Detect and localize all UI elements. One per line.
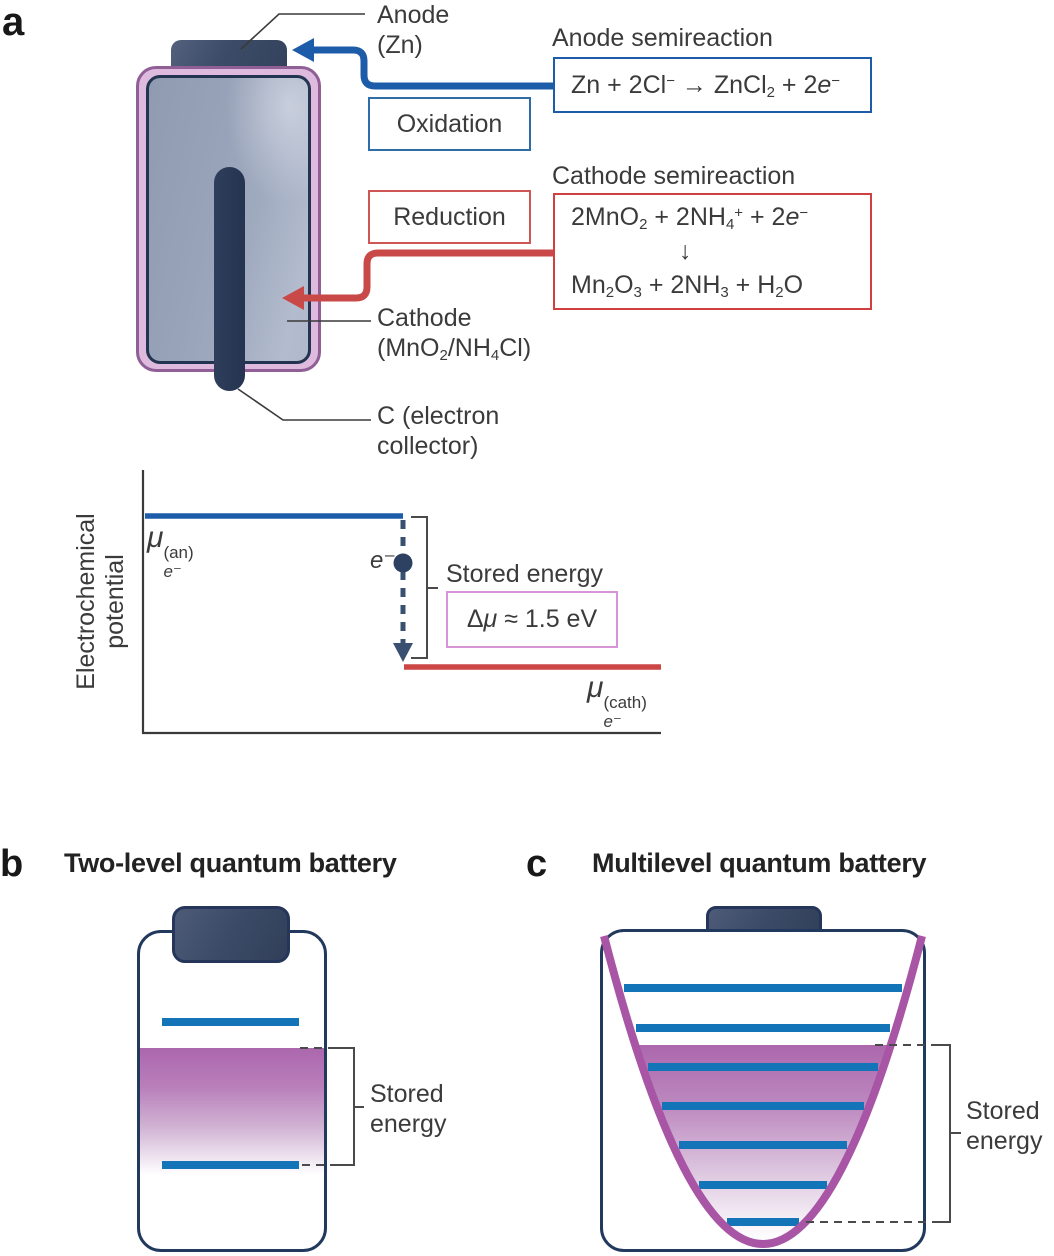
electron-label: e⁻ (369, 547, 396, 574)
collector-label-line2: collector) (377, 432, 479, 460)
cathode-label: Cathode (MnO2/NH4Cl) (377, 303, 531, 363)
panel-c-title: Multilevel quantum battery (592, 848, 927, 878)
mu-anode-subscript: e⁻ (163, 562, 182, 582)
anode-reaction-box: Zn + 2Cl− → ZnCl2 + 2e− (553, 57, 872, 113)
mu-cathode-superscript: (cath) (603, 693, 647, 712)
stored-energy-bracket-a (411, 516, 438, 659)
panel-b-title: Two-level quantum battery (64, 848, 397, 878)
stored-energy-c-line1: Stored (966, 1097, 1040, 1125)
anode-reaction-formula: Zn + 2Cl− → ZnCl2 + 2e− (571, 70, 841, 101)
cathode-label-line1: Cathode (377, 304, 472, 332)
panel-a-label: a (2, 0, 25, 44)
mu-cathode-subscript: e⁻ (603, 712, 622, 732)
stored-energy-b-line1: Stored (370, 1080, 444, 1108)
stored-energy-b-line2: energy (370, 1110, 447, 1138)
battery-a-carbon-rod (214, 167, 245, 391)
delta-mu-value: Δμ ≈ 1.5 eV (466, 605, 598, 633)
battery-b-stored-energy-gradient (140, 1048, 324, 1175)
mu-anode-superscript: (an) (163, 543, 194, 562)
oxidation-box: Oxidation (368, 97, 531, 151)
oxidation-label: Oxidation (396, 109, 503, 138)
cathode-reaction-box: 2MnO2 + 2NH4+ + 2e− ↓ Mn2O3 + 2NH3 + H2O (553, 193, 872, 310)
reduction-box: Reduction (368, 190, 531, 244)
stored-energy-label-a: Stored energy (446, 560, 604, 588)
cathode-reaction-line2: Mn2O3 + 2NH3 + H2O (571, 270, 804, 301)
cathode-semireaction-title: Cathode semireaction (552, 162, 796, 190)
stored-energy-c-line2: energy (966, 1127, 1043, 1155)
panel-b-label: b (0, 843, 24, 885)
mu-anode-label: μ(an)e⁻ (147, 521, 194, 582)
collector-leader-line (237, 388, 371, 421)
y-axis-label-line2: potential (101, 554, 129, 649)
collector-label-line1: C (electron (377, 402, 500, 430)
cathode-label-line2: (MnO2/NH4Cl) (377, 334, 532, 364)
delta-mu-box: Δμ ≈ 1.5 eV (446, 591, 618, 648)
battery-b-cap (172, 906, 290, 963)
battery-c-outline (600, 929, 926, 1252)
reduction-label: Reduction (393, 202, 506, 231)
y-axis-label-line1: Electrochemical (72, 513, 100, 690)
anode-label-line2: (Zn) (377, 31, 423, 59)
panel-c-label: c (526, 843, 548, 885)
stored-energy-label-c: Stored energy (966, 1096, 1042, 1156)
reduction-arrow (282, 249, 553, 310)
anode-label-line1: Anode (377, 1, 450, 29)
mu-symbol: μ (587, 671, 604, 704)
mu-symbol: μ (147, 521, 164, 554)
cathode-reaction-line1: 2MnO2 + 2NH4+ + 2e− (571, 203, 809, 234)
electron-drop-arrow (393, 520, 413, 662)
electron-dot (393, 553, 413, 573)
cathode-reaction-down-arrow-icon: ↓ (679, 236, 692, 265)
stored-energy-label-b: Stored energy (370, 1079, 446, 1139)
mu-cathode-label: μ(cath)e⁻ (587, 671, 647, 732)
y-axis-label: Electrochemical potential (72, 470, 132, 733)
anode-semireaction-title: Anode semireaction (552, 24, 773, 52)
collector-label: C (electron collector) (377, 401, 499, 461)
anode-label: Anode (Zn) (377, 0, 449, 60)
